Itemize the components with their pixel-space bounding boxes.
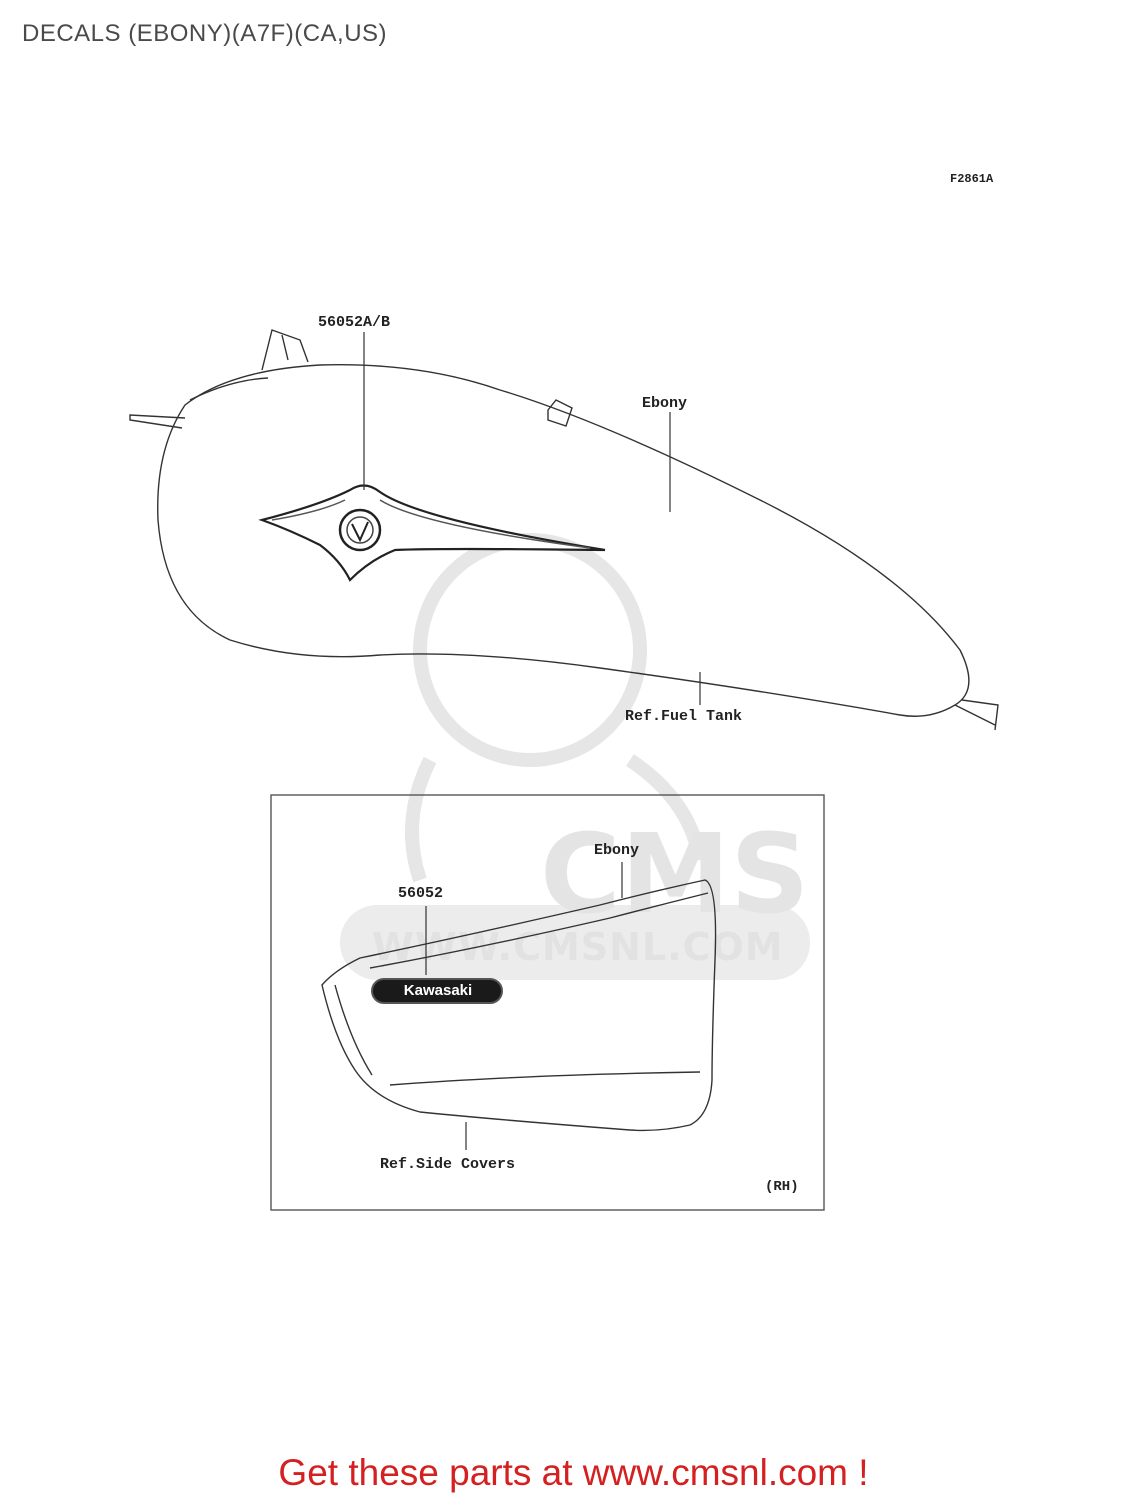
tank-emblem-decal: [258, 484, 606, 582]
diagram-code: F2861A: [950, 172, 994, 186]
rear-mount: [954, 699, 999, 731]
callout-56052: 56052: [398, 885, 444, 902]
callout-ebony-cover: Ebony: [594, 842, 640, 859]
page-title: DECALS (EBONY)(A7F)(CA,US): [22, 20, 388, 47]
promo-link[interactable]: Get these parts at www.cmsnl.com !: [278, 1452, 869, 1493]
watermark-url: WWW.CMSNL.COM: [372, 925, 784, 969]
top-tab: [547, 399, 573, 427]
watermark-logo: CMS: [540, 810, 810, 938]
side-cover-outline: [321, 879, 717, 1132]
watermark-banner: [340, 905, 810, 980]
side-cover-inset-frame: [270, 794, 825, 1211]
kawasaki-badge-text: Kawasaki: [403, 982, 473, 999]
callout-56052ab: 56052A/B: [318, 314, 391, 331]
callout-ref-fuel-tank: Ref.Fuel Tank: [625, 708, 743, 725]
fuel-tank-outline: [157, 364, 970, 717]
front-mount: [129, 414, 186, 429]
fuel-tank-bracket: [261, 329, 309, 371]
callout-rh: (RH): [765, 1179, 799, 1195]
kawasaki-badge-decal: [371, 978, 503, 1004]
callout-ref-side-covers: Ref.Side Covers: [380, 1156, 516, 1173]
callout-ebony-tank: Ebony: [642, 395, 688, 412]
